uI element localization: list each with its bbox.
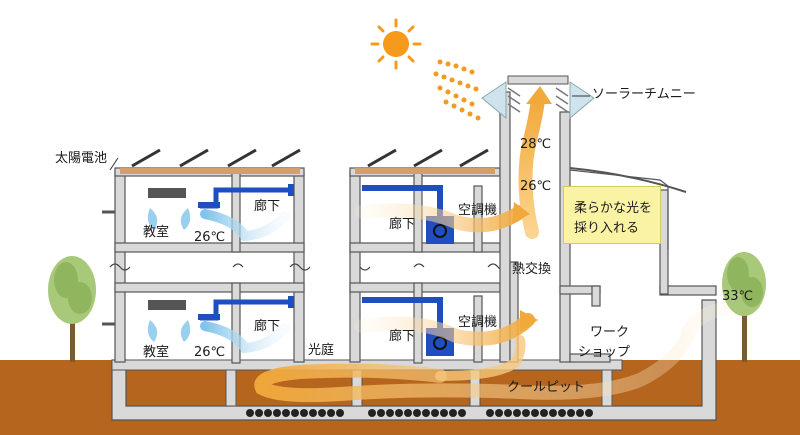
cool-pit-flow-up xyxy=(435,335,526,381)
left-solar-panels xyxy=(131,148,301,168)
label-outside-temp: 33℃ xyxy=(722,289,754,304)
cassette-upper-right xyxy=(198,202,220,208)
label-aircon-lower: 空調機 xyxy=(458,315,498,330)
skylight-roof xyxy=(569,167,687,193)
duct-right-lower xyxy=(362,297,443,330)
soft-light-line-2: 採り入れる xyxy=(574,221,640,236)
ceiling-cassette-upper xyxy=(148,188,186,198)
cool-air-upper-2 xyxy=(180,208,191,230)
chimney-cap xyxy=(507,75,569,85)
chimney-vent xyxy=(481,81,595,120)
label-corridor-upper-left: 廊下 xyxy=(254,199,281,214)
warm-air-arrow-upper xyxy=(512,202,530,224)
label-light-court: 光庭 xyxy=(308,343,335,358)
soft-light-line-1: 柔らかな光を xyxy=(574,201,653,216)
duct-cap-upper xyxy=(288,184,294,196)
right-roof-finish xyxy=(355,168,495,174)
label-chimney-temp-mid: 26℃ xyxy=(520,179,552,194)
tree-right-icon xyxy=(722,252,766,362)
label-aircon-upper: 空調機 xyxy=(458,203,498,218)
label-cool-pit: クールピット xyxy=(507,380,586,395)
chimney-louvers xyxy=(507,87,569,113)
label-corridor-upper-right: 廊下 xyxy=(389,217,416,232)
warm-air-arrow-lower xyxy=(520,310,538,332)
basement-wall xyxy=(111,299,717,421)
cool-air-lower-3 xyxy=(200,321,290,354)
aircon-fan-lower xyxy=(433,336,447,350)
label-solar-chimney: ソーラーチムニー xyxy=(592,87,696,102)
tree-left-icon xyxy=(48,256,96,362)
pit-partition xyxy=(225,369,237,407)
warm-air-chimney xyxy=(518,93,545,239)
cool-air-lower-2 xyxy=(180,320,191,342)
ceiling-cassette-lower xyxy=(148,300,186,310)
label-corridor-lower-left: 廊下 xyxy=(254,319,281,334)
sun-icon xyxy=(370,18,422,70)
label-solar-panel: 太陽電池 xyxy=(55,151,108,166)
soft-light-note: 柔らかな光を 採り入れる xyxy=(563,186,661,244)
cool-air-upper-3 xyxy=(200,209,290,242)
label-heat-exchanger: 熱交換 xyxy=(512,262,552,277)
label-temp-lower: 26℃ xyxy=(194,345,226,360)
cool-air-lower-1 xyxy=(147,320,158,342)
warm-air-chimney-arrow xyxy=(526,86,552,104)
cool-air-upper-1 xyxy=(147,208,158,230)
label-chimney-temp-top: 28℃ xyxy=(520,137,552,152)
label-classroom-lower: 教室 xyxy=(143,345,170,360)
pit-stones xyxy=(246,409,593,417)
label-temp-upper: 26℃ xyxy=(194,230,226,245)
left-roof-finish xyxy=(120,168,300,174)
duct-cap-lower xyxy=(288,296,294,308)
outside-air-intake xyxy=(254,299,747,403)
label-workshop-line-2: ショップ xyxy=(578,345,631,360)
label-workshop-line-1: ワーク xyxy=(590,325,630,340)
warm-air-corridor-upper xyxy=(355,203,527,233)
label-classroom-upper: 教室 xyxy=(143,225,170,240)
cassette-lower-right xyxy=(198,314,220,320)
sunlight-rays xyxy=(433,59,481,121)
right-solar-panels xyxy=(367,148,489,168)
label-corridor-lower-right: 廊下 xyxy=(389,329,416,344)
section-break-marks xyxy=(109,263,509,271)
wall-stubs xyxy=(102,210,115,326)
aircon-fan-upper xyxy=(433,224,447,238)
warm-air-corridor-lower xyxy=(355,313,535,346)
leader-solar-panel xyxy=(109,157,119,171)
